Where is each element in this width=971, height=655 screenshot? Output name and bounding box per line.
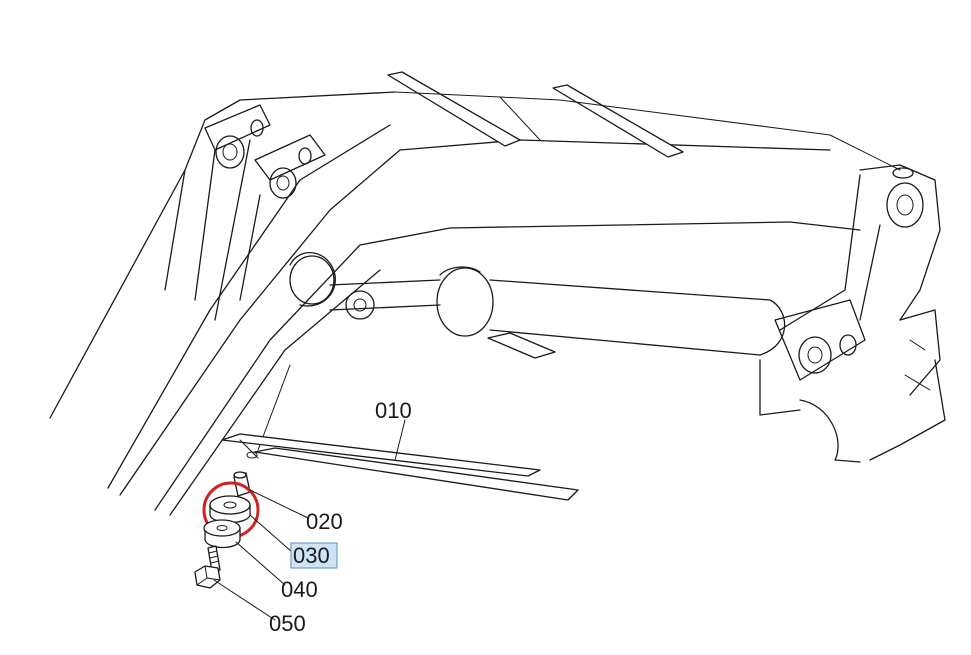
callout-030-highlight — [290, 542, 338, 569]
callout-050[interactable]: 050 — [269, 611, 306, 636]
callout-010[interactable]: 010 — [375, 398, 412, 423]
part-040-washer[interactable] — [203, 519, 241, 549]
callout-labels: 010 020 030 040 050 — [269, 398, 412, 636]
part-050-bolt[interactable] — [194, 545, 221, 589]
callout-040[interactable]: 040 — [281, 577, 318, 602]
part-010-strip[interactable] — [221, 433, 579, 501]
callout-020[interactable]: 020 — [306, 509, 343, 534]
leader-lines — [213, 419, 406, 621]
part-030-washer[interactable] — [209, 495, 251, 524]
boom-assembly — [49, 71, 946, 516]
callout-030[interactable]: 030 — [293, 543, 330, 568]
